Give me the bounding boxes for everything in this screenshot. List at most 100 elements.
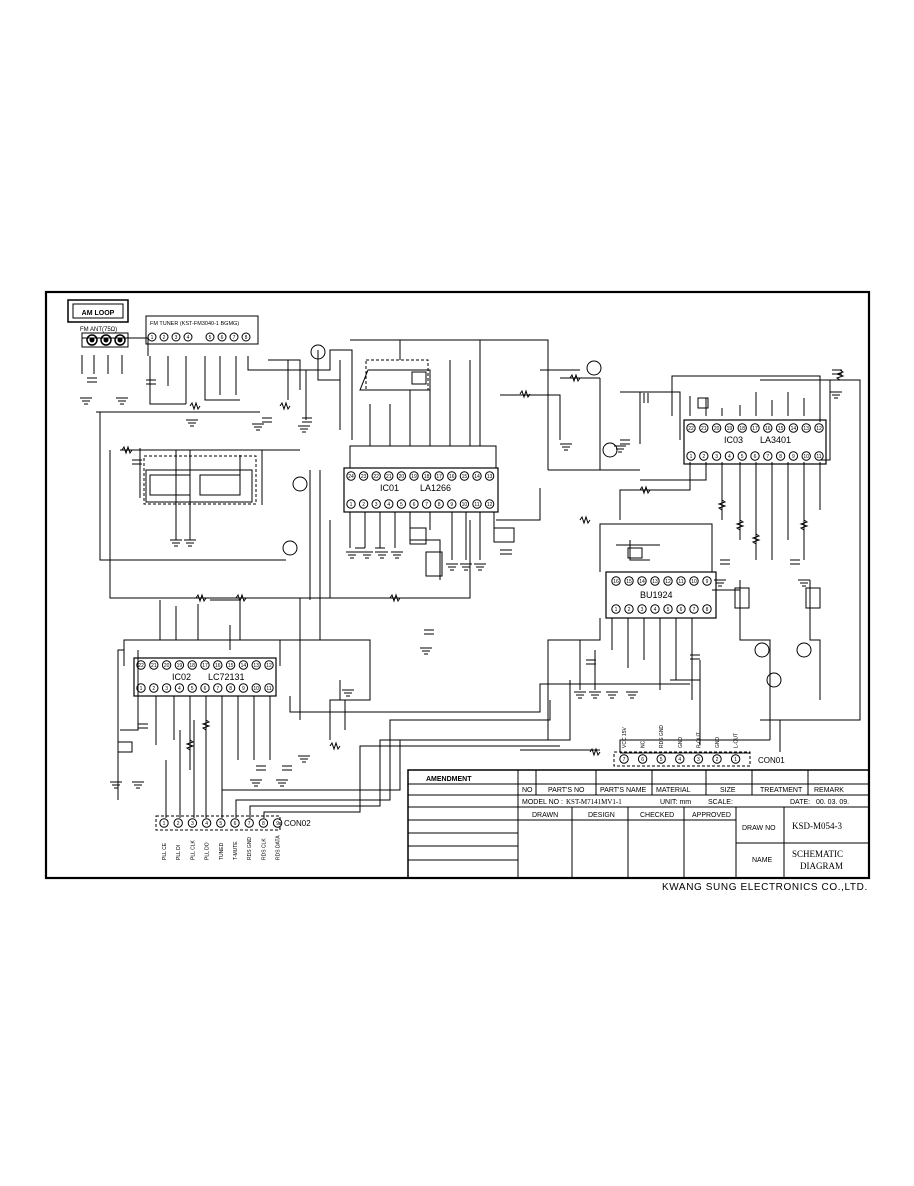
pin-circle: [213, 683, 223, 693]
pin-number: 2: [177, 821, 180, 827]
connector-signal-label: GND: [715, 737, 721, 749]
pin-circle: [434, 471, 444, 481]
pin-circle: [814, 451, 824, 461]
name-value-2: DIAGRAM: [800, 861, 843, 871]
ic03-part: LA3401: [760, 435, 791, 445]
pin-circle: [225, 660, 236, 670]
svg-text:3: 3: [175, 335, 178, 341]
pin-circle: [693, 754, 704, 764]
pin-number: 3: [715, 454, 718, 460]
fm-ant-jack-icon: [81, 332, 129, 348]
pin-circle: [238, 683, 249, 693]
pin-number: 7: [766, 454, 769, 460]
pin-number: 3: [165, 686, 168, 692]
pin-circle: [421, 471, 432, 481]
pin-circle: [371, 471, 381, 481]
fm-ant-label: FM ANT(75Ω): [80, 327, 117, 333]
header-no: NO: [522, 787, 533, 794]
pin-number: 17: [202, 663, 208, 669]
pin-number: 5: [667, 607, 670, 613]
connector-signal-label: PLL CE: [162, 842, 168, 860]
pin-number: 20: [399, 474, 405, 480]
pin-number: 11: [816, 454, 821, 460]
pin-number: 21: [386, 474, 392, 480]
pin-number: 7: [248, 821, 251, 827]
title-block: [407, 769, 870, 879]
pin-circle: [187, 660, 197, 670]
am-loop-box-inner: [72, 303, 124, 319]
approved-label: APPROVED: [692, 812, 731, 819]
pin-circle: [225, 683, 236, 693]
pin-circle: [238, 660, 249, 670]
pin-number: 5: [219, 821, 222, 827]
pin-number: 7: [693, 607, 696, 613]
pin-number: 12: [487, 502, 493, 508]
pin-number: 5: [191, 686, 194, 692]
pin-circle: [384, 499, 394, 509]
pin-circle: [258, 818, 269, 828]
pin-circle: [484, 499, 495, 509]
connector-signal-label: TUNED: [219, 842, 225, 860]
pin-number: 7: [216, 686, 219, 692]
pin-number: 23: [361, 474, 367, 480]
pin-circle: [136, 683, 146, 693]
wiring: [81, 337, 861, 818]
pin-circle: [272, 818, 283, 828]
pin-circle: [396, 499, 407, 509]
pin-number: 15: [228, 663, 234, 669]
header-parts-no: PART'S NO: [548, 787, 585, 794]
company-name: KWANG SUNG ELECTRONICS CO.,LTD.: [662, 882, 868, 893]
pin-number: 11: [474, 502, 479, 508]
model-label: MODEL NO :: [522, 799, 563, 806]
pin-circle: [159, 818, 169, 828]
pin-number: 9: [242, 686, 245, 692]
pin-number: 5: [741, 454, 744, 460]
con01-label: CON01: [758, 756, 785, 765]
pin-circle: [161, 683, 172, 693]
pin-circle: [264, 660, 274, 670]
pin-circle: [421, 499, 432, 509]
pin-number: 1: [690, 454, 693, 460]
svg-text:8: 8: [245, 335, 248, 341]
pin-number: 17: [436, 474, 442, 480]
date-label: DATE:: [790, 799, 810, 806]
pin-circle: [161, 660, 172, 670]
connector-signal-label: L-OUT: [734, 733, 740, 748]
connector-signal-label: PLL DO: [205, 842, 211, 860]
pin-circle: [216, 818, 226, 828]
pin-number: 12: [266, 663, 272, 669]
pin-circle: [775, 451, 786, 461]
pin-circle: [699, 423, 709, 433]
pin-number: 3: [641, 607, 644, 613]
pin-circle: [187, 818, 198, 828]
connector-signal-label: R-OUT: [696, 732, 702, 748]
pin-number: 12: [816, 426, 822, 432]
pin-circle: [213, 660, 223, 670]
pin-circle: [675, 754, 685, 764]
pin-number: 14: [791, 426, 797, 432]
unit-label: UNIT: mm: [660, 799, 691, 806]
pin-number: 5: [400, 502, 403, 508]
pin-number: 12: [665, 579, 671, 585]
pin-number: 13: [487, 474, 493, 480]
am-loop-box-outer: [67, 299, 129, 323]
pin-number: 16: [215, 663, 221, 669]
pin-number: 20: [714, 426, 720, 432]
pin-circle: [447, 471, 457, 481]
pin-number: 2: [716, 757, 719, 763]
pin-number: 1: [163, 821, 166, 827]
ic01-part: LA1266: [420, 483, 451, 493]
date-value: 00. 03. 09.: [816, 799, 849, 806]
fm-tuner-module: [145, 315, 259, 345]
pin-number: 16: [449, 474, 455, 480]
pin-circle: [702, 576, 712, 586]
header-parts-name: PART'S NAME: [600, 787, 647, 794]
name-label: NAME: [752, 857, 773, 864]
connector-signal-label: RDS CLK: [261, 838, 267, 860]
